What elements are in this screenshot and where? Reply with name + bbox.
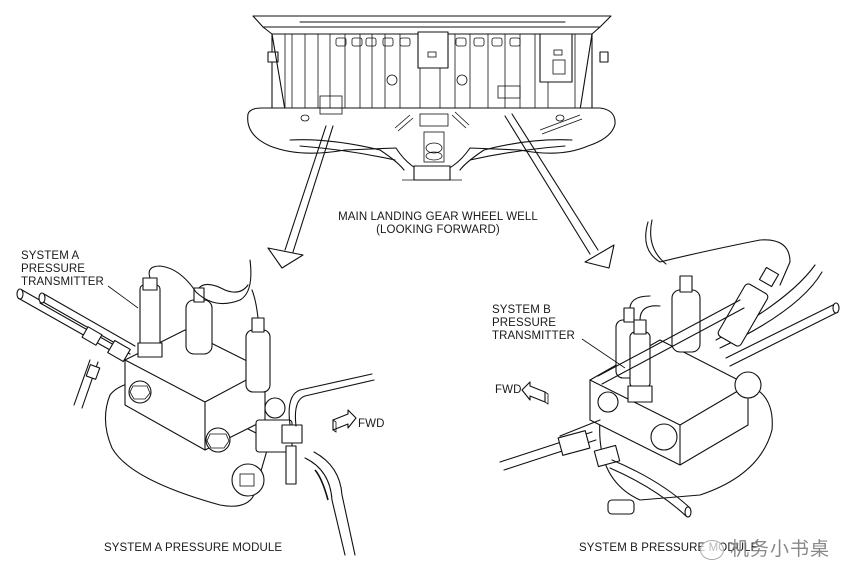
system-b-pressure-module — [499, 219, 840, 518]
fwd-arrow-icon-right — [521, 381, 549, 405]
fwd-label-right: FWD — [495, 384, 522, 396]
wheel-well-illustration — [247, 15, 616, 181]
callout-line: TRANSMITTER — [21, 276, 104, 288]
callout-line: SYSTEM B — [492, 304, 551, 316]
callout-line: PRESSURE — [492, 317, 557, 329]
system-a-caption: SYSTEM A PRESSURE MODULE — [104, 542, 283, 554]
system-a-pressure-module — [16, 259, 375, 556]
callout-line: TRANSMITTER — [492, 330, 575, 342]
leader-line-system-b — [581, 338, 626, 369]
leader-line-system-a — [107, 285, 139, 309]
callout-line: PRESSURE — [21, 263, 86, 275]
overview-title: MAIN LANDING GEAR WHEEL WELL (LOOKING FO… — [318, 211, 558, 237]
callout-line: SYSTEM A — [21, 250, 80, 262]
fwd-arrow-icon-left — [332, 409, 357, 433]
pointer-arrow-system-a — [267, 125, 334, 269]
wechat-icon — [700, 539, 724, 560]
system-b-transmitter-callout: SYSTEM B PRESSURE TRANSMITTER — [492, 304, 575, 343]
overview-title-line1: MAIN LANDING GEAR WHEEL WELL — [338, 211, 538, 223]
watermark: 机务小书桌 — [700, 534, 830, 561]
fwd-label-left: FWD — [358, 418, 385, 430]
system-a-transmitter-callout: SYSTEM A PRESSURE TRANSMITTER — [21, 250, 104, 289]
pointer-arrow-system-b — [504, 113, 615, 269]
overview-title-line2: (LOOKING FORWARD) — [376, 224, 500, 236]
watermark-text: 机务小书桌 — [730, 538, 831, 560]
